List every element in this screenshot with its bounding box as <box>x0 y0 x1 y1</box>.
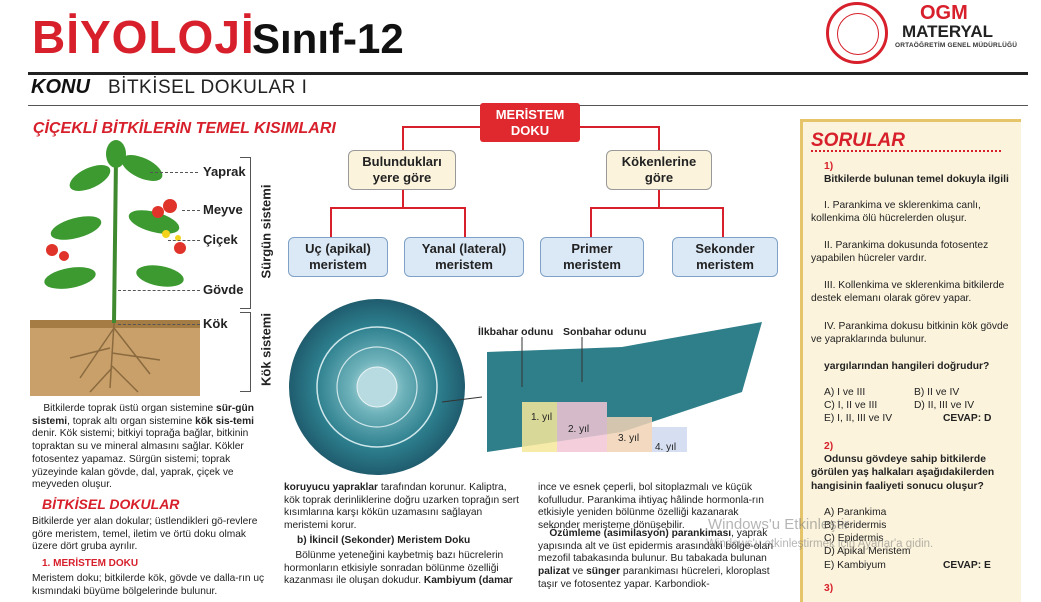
connector <box>402 190 404 208</box>
q2-answer: CEVAP: E <box>943 560 991 571</box>
flow-yanal-meristem: Yanal (lateral) meristem <box>404 237 524 277</box>
q2-option-d: D) Apikal Meristem <box>824 546 911 557</box>
konu-title: BİTKİSEL DOKULAR I <box>108 77 308 98</box>
q1-number: 1) <box>824 161 834 172</box>
q2-option-a: A) Parankima <box>824 507 887 518</box>
label-year-3: 3. yıl <box>618 433 640 444</box>
q2-option-c: C) Epidermis <box>824 533 884 544</box>
label-year-1: 1. yıl <box>531 412 553 423</box>
col2-paragraph-1: koruyucu yapraklar tarafından korunur. K… <box>284 482 520 532</box>
connector <box>464 207 466 237</box>
connector <box>402 126 404 150</box>
q1-option-c: C) I, II ve III <box>824 400 878 411</box>
q1-item-1: I. Parankima ve sklerenkima canlı, kolle… <box>811 200 981 225</box>
flow-root-meristem: MERİSTEM DOKU <box>480 103 580 142</box>
page-subtitle: Sınıf-12 <box>252 15 404 62</box>
q3-number: 3) <box>824 583 834 594</box>
q1-stem: Bitkilerde bulunan temel dokuyla ilgili <box>824 174 1009 185</box>
leader-line <box>168 240 200 241</box>
q1-answer: CEVAP: D <box>943 413 992 424</box>
label-year-2: 2. yıl <box>568 424 590 435</box>
label-kok: Kök <box>203 316 228 331</box>
sorular-heading: SORULAR <box>811 130 905 151</box>
q2-stem: Odunsu gövdeye sahip bitkilerde görülen … <box>811 454 995 492</box>
connector <box>722 207 724 237</box>
flow-kokenlerine: Kökenlerine göre <box>606 150 712 190</box>
connector <box>590 207 724 209</box>
flow-primer-meristem: Primer meristem <box>540 237 644 277</box>
sorular-panel <box>800 119 1021 602</box>
col1-paragraph-2: Bitkilerde yer alan dokular; üstlendikle… <box>32 516 258 553</box>
q1-option-d: D) II, III ve IV <box>914 400 975 411</box>
flow-bulunduklari: Bulundukları yere göre <box>348 150 456 190</box>
q2-option-b: B) Peridermis <box>824 520 887 531</box>
q1-item-2: II. Parankima dokusunda fotosentez yapab… <box>811 240 989 265</box>
subheading-meristem: 1. MERİSTEM DOKU <box>42 558 139 569</box>
label-ilkbahar-odunu: İlkbahar odunu <box>478 326 554 338</box>
connector <box>330 207 332 237</box>
label-yaprak: Yaprak <box>203 164 246 179</box>
windows-activation-watermark: Windows'u Etkinleştir <box>708 516 850 533</box>
meb-seal-icon <box>826 2 888 64</box>
flow-sekonder-meristem: Sekonder meristem <box>672 237 778 277</box>
q2-option-e: E) Kambiyum <box>824 560 886 571</box>
q2-number: 2) <box>824 441 834 452</box>
label-cicek: Çiçek <box>203 232 238 247</box>
label-kok-sistemi: Kök sistemi <box>258 313 274 386</box>
col1-paragraph-3: Meristem doku; bitkilerde kök, gövde ve … <box>32 573 265 597</box>
connector <box>658 190 660 208</box>
col3-paragraph-1: ince ve esnek çeperli, bol sitoplazmalı … <box>538 482 764 532</box>
col2-paragraph-2: Bölünme yeteneğini kaybetmiş bazı hücrel… <box>284 550 513 587</box>
q1-option-a: A) I ve III <box>824 387 866 398</box>
q1-question: yargılarından hangileri doğrudur? <box>824 361 990 372</box>
konu-label: KONU <box>31 76 90 98</box>
connector <box>590 207 592 237</box>
logo-materyal: MATERYAL <box>902 22 993 41</box>
label-sonbahar-odunu: Sonbahar odunu <box>563 326 647 338</box>
leader-line <box>118 324 200 325</box>
leader-line <box>118 290 200 291</box>
windows-activation-hint: Windows'u etkinleştirmek için Ayarlar'a … <box>706 538 934 550</box>
label-year-4: 4. yıl <box>655 442 677 453</box>
label-govde: Gövde <box>203 282 244 297</box>
col1-paragraph-1: Bitkilerde toprak üstü organ sistemine s… <box>32 403 254 491</box>
q1-option-b: B) II ve IV <box>914 387 960 398</box>
connector <box>658 126 660 150</box>
bracket-kok <box>240 312 251 392</box>
flow-uc-meristem: Uç (apikal) meristem <box>288 237 388 277</box>
leader-line <box>150 172 198 173</box>
q1-option-e: E) I, II, III ve IV <box>824 413 893 424</box>
subheading-sekonder: b) İkincil (Sekonder) Meristem Doku <box>297 535 471 546</box>
col3-paragraph-2: Özümleme (asimilasyon) parankiması, yapr… <box>538 528 774 590</box>
q1-item-3: III. Kollenkima ve sklerenkima bitkilerd… <box>811 280 1005 305</box>
leader-line <box>182 210 200 211</box>
sorular-divider <box>811 150 1001 152</box>
section-heading-bitkisel-dokular: BİTKİSEL DOKULAR <box>42 496 180 512</box>
label-surgun-sistemi: Sürgün sistemi <box>258 184 274 279</box>
connector <box>330 207 466 209</box>
bracket-surgun <box>240 157 251 309</box>
plant-illustration <box>30 140 200 396</box>
stem-cross-section-figure <box>289 299 762 475</box>
label-meyve: Meyve <box>203 202 243 217</box>
page-title: BİYOLOJİ <box>32 11 255 63</box>
q1-item-4: IV. Parankima dokusu bitkinin kök gövde … <box>811 321 1009 346</box>
logo-ogm: OGM <box>920 2 968 24</box>
logo-org-name: ORTAÖĞRETİM GENEL MÜDÜRLÜĞÜ <box>895 42 1018 49</box>
section-heading-plant: ÇİÇEKLİ BİTKİLERİN TEMEL KISIMLARI <box>33 120 336 137</box>
